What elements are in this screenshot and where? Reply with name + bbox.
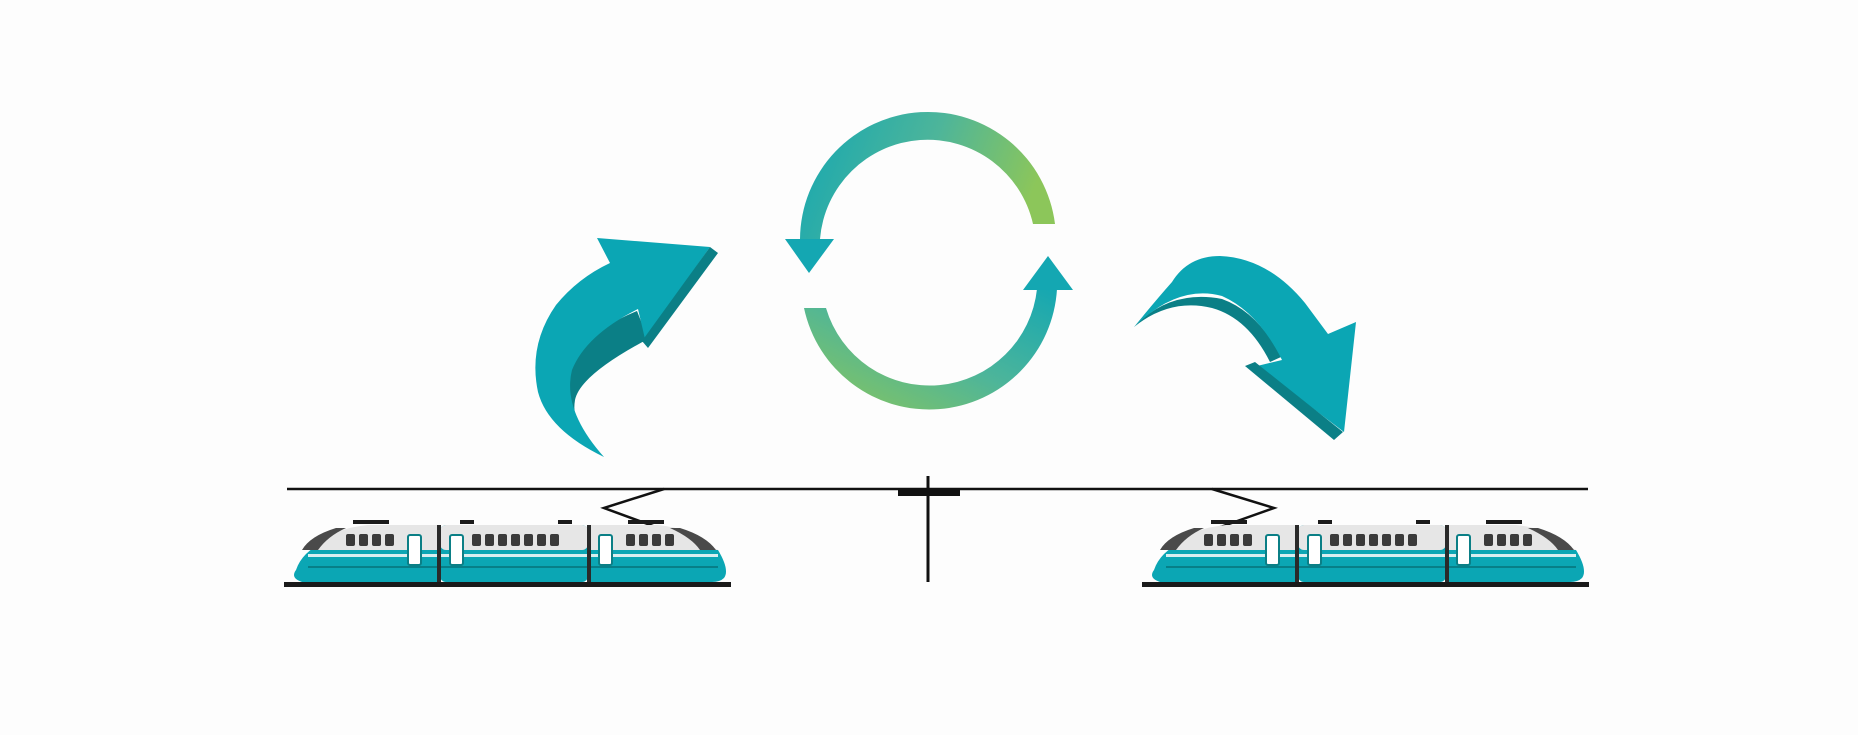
right-train xyxy=(1141,519,1590,588)
arrow-up-to-cycle xyxy=(535,238,718,457)
substation-post xyxy=(898,476,960,582)
arrow-down-from-cycle xyxy=(1134,256,1356,440)
left-train xyxy=(283,519,732,588)
energy-recycle-icon xyxy=(785,111,1073,410)
